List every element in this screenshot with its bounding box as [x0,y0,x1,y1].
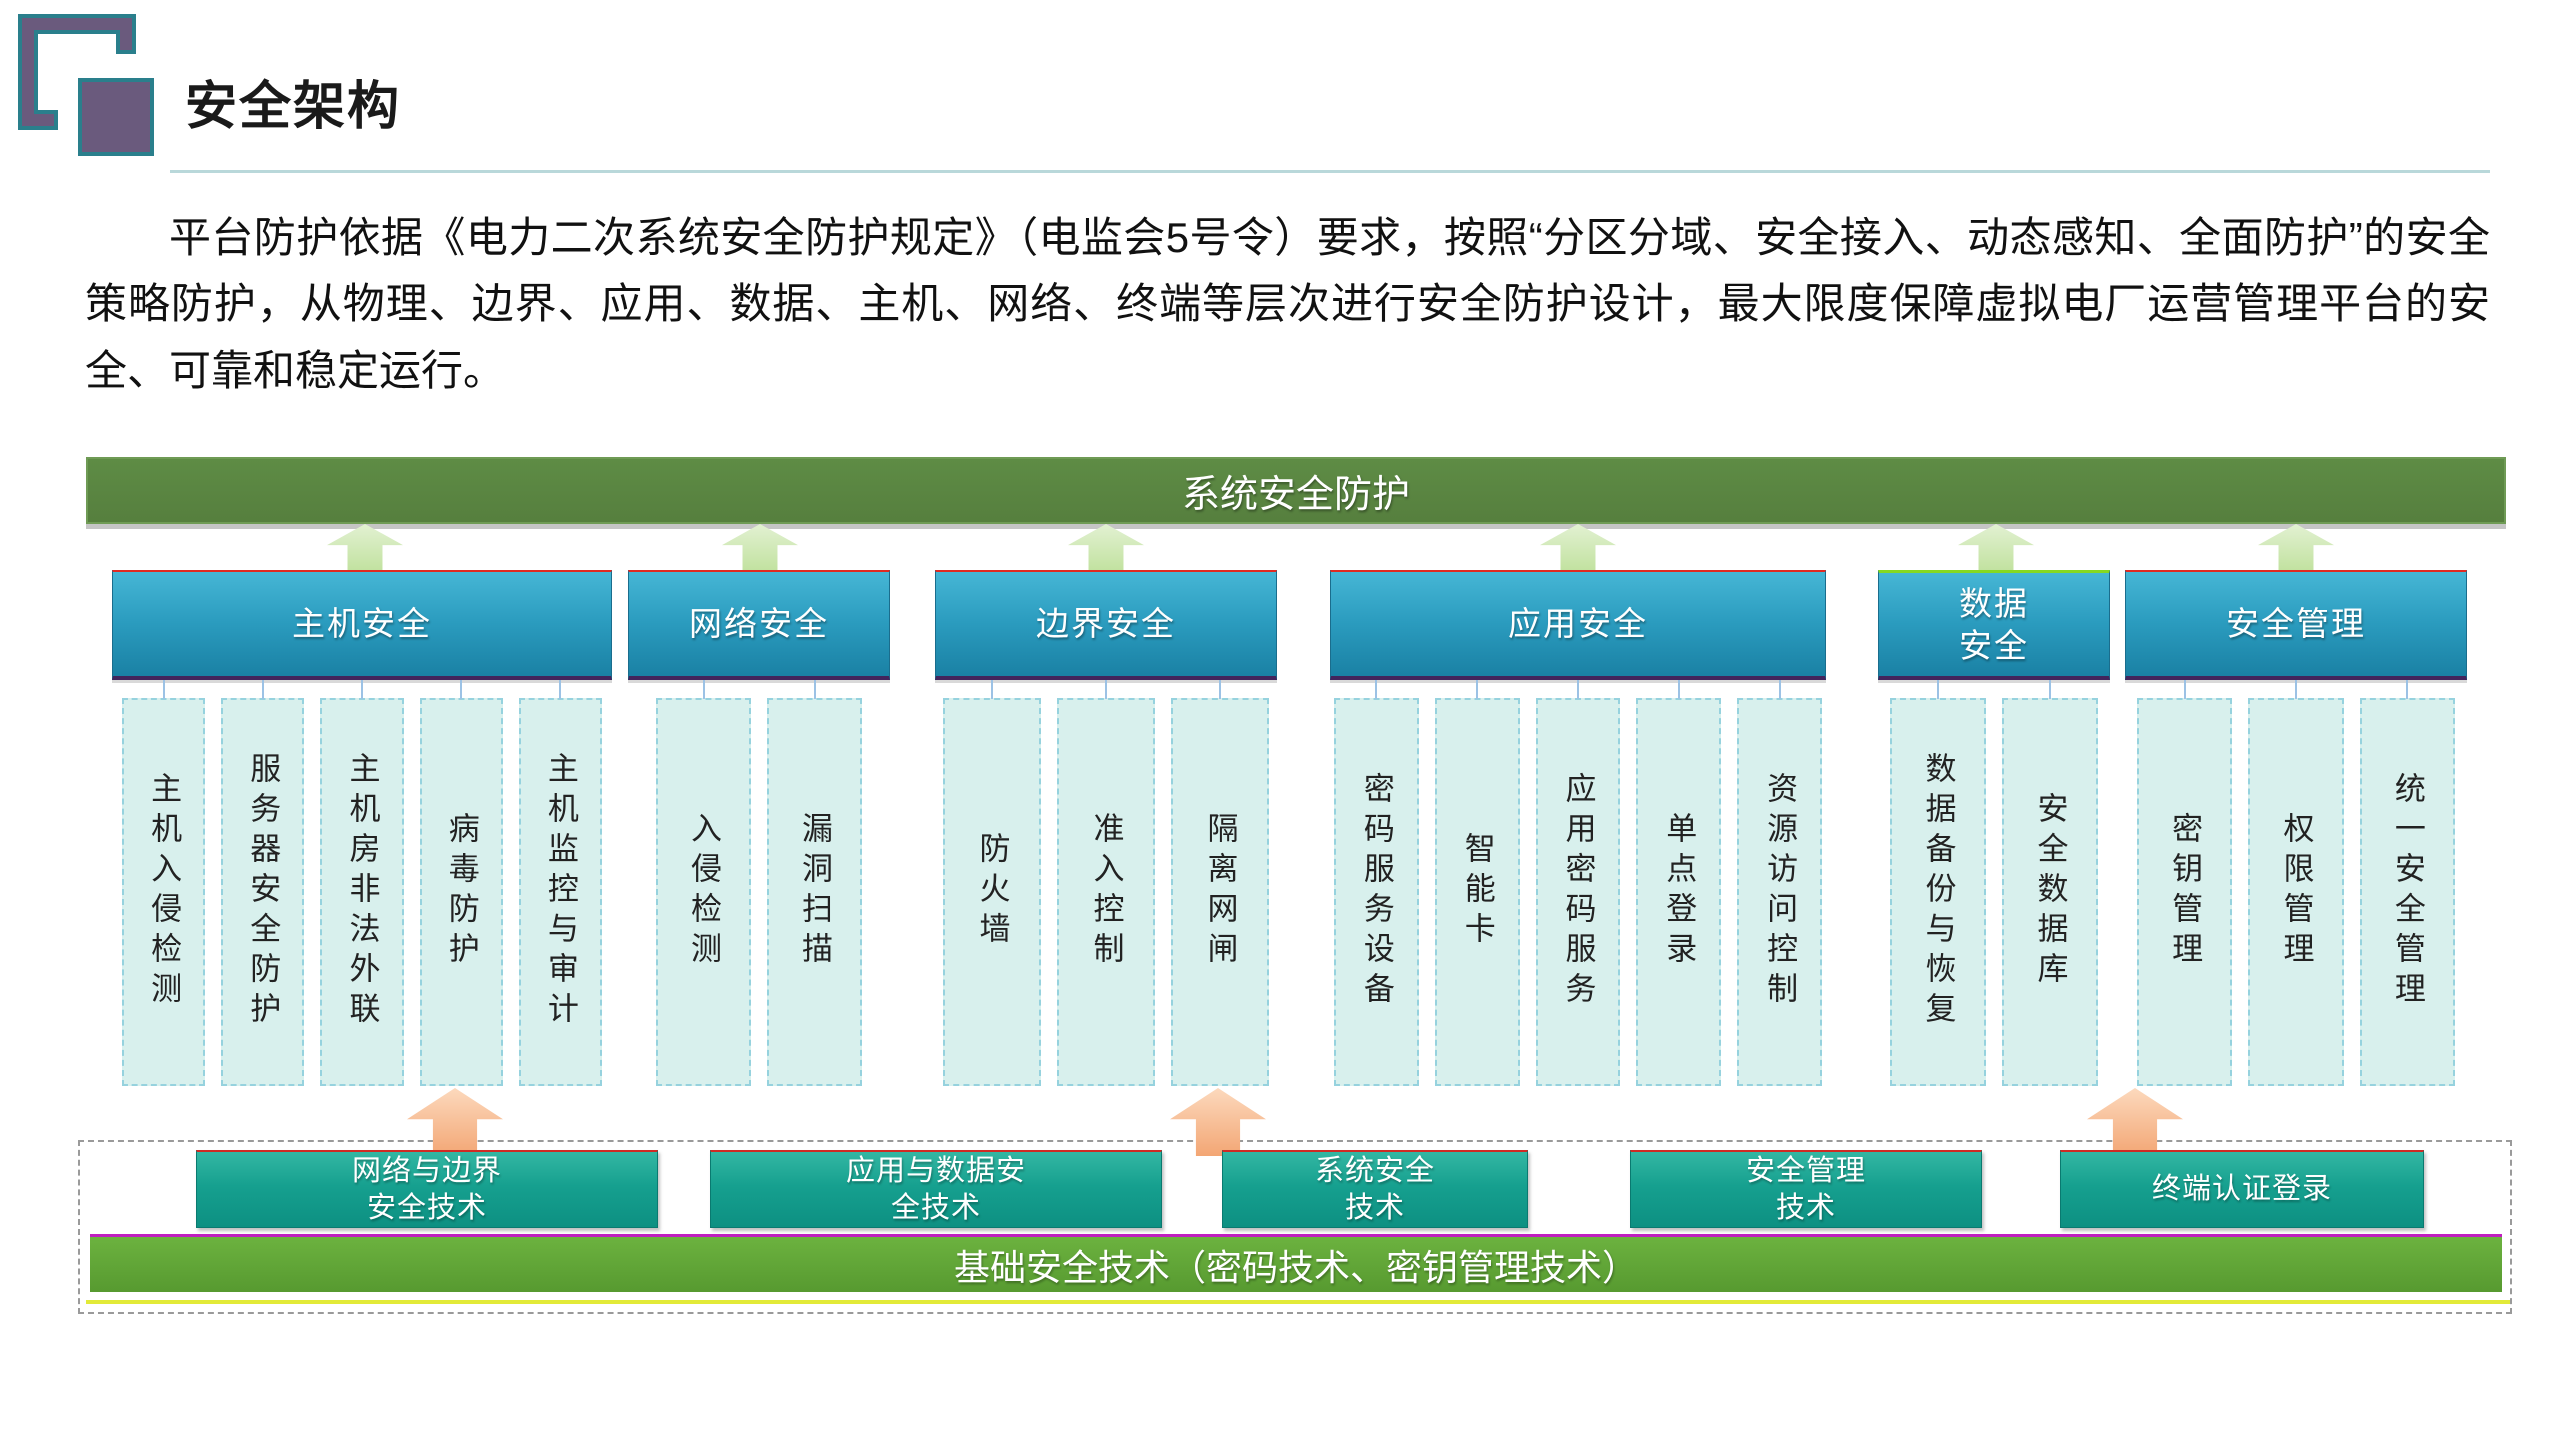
tech-box-terminal-auth: 终端认证登录 [2060,1150,2424,1228]
intro-paragraph: 平台防护依据《电力二次系统安全防护规定》（电监会5号令）要求，按照“分区分域、安… [85,214,2490,394]
tech-box-app-data: 应用与数据安 全技术 [710,1150,1162,1228]
security-item-column: 单点登录 [1636,680,1722,1086]
logo-mark [18,14,154,156]
security-item-column: 病毒防护 [419,680,503,1086]
group-security-management: 安全管理 密钥管理 权限管理 统一安全管理 [2125,570,2467,1090]
group-header-label: 数据安全 [1958,585,2029,664]
security-item-column: 应用密码服务 [1535,680,1621,1086]
security-item-label: 应用密码服务 [1560,772,1596,1012]
title-underline [170,170,2490,173]
security-item-label: 单点登录 [1661,812,1697,972]
group-header: 应用安全 [1330,570,1826,680]
system-protection-bar: 系统安全防护 [86,457,2506,524]
group-header: 数据安全 [1878,570,2110,680]
security-item-label: 密钥管理 [2167,812,2203,972]
group-header-label: 应用安全 [1508,605,1648,643]
logo-bracket-shape [18,14,136,130]
security-item-label: 入侵检测 [686,812,721,972]
group-columns: 密码服务设备 智能卡 应用密码服务 单点登录 资源访问控制 [1330,680,1826,1086]
page-title: 安全架构 [185,78,402,136]
security-item-column: 服务器安全防护 [221,680,305,1086]
group-data-security: 数据安全 数据备份与恢复 安全数据库 [1878,570,2110,1090]
system-protection-label: 系统安全防护 [1181,474,1410,516]
security-item-label: 密码服务设备 [1358,772,1394,1012]
security-item-column: 主机监控与审计 [518,680,603,1086]
green-up-arrow-icon [722,524,798,570]
tech-box-label: 技术 [1344,1191,1405,1224]
security-item-label: 病毒防护 [443,812,479,972]
group-header: 安全管理 [2125,570,2467,680]
group-columns: 入侵检测 漏洞扫描 [628,680,890,1086]
group-application-security: 应用安全 密码服务设备 智能卡 应用密码服务 单点登录 资源访问控制 [1330,570,1826,1090]
security-item-column: 智能卡 [1434,680,1520,1086]
security-item-label: 主机监控与审计 [542,752,578,1032]
security-item-label: 准入控制 [1088,812,1124,972]
group-columns: 数据备份与恢复 安全数据库 [1878,680,2110,1086]
security-item-column: 密码服务设备 [1334,680,1419,1086]
security-item-column: 统一安全管理 [2359,680,2455,1086]
logo-square-shape [78,78,154,156]
group-boundary-security: 边界安全 防火墙 准入控制 隔离网闸 [935,570,1277,1090]
group-columns: 主机入侵检测 服务器安全防护 主机房非法外联 病毒防护 主机监控与审计 [112,680,612,1086]
group-header: 边界安全 [935,570,1277,680]
security-item-label: 主机入侵检测 [146,772,182,1012]
tech-box-label: 网络与边界 [351,1154,502,1187]
group-header-label: 主机安全 [292,605,432,643]
tech-box-label: 技术 [1775,1191,1836,1224]
security-item-label: 主机房非法外联 [344,752,380,1032]
security-item-label: 防火墙 [974,832,1010,952]
tech-box-management: 安全管理 技术 [1630,1150,1982,1228]
base-security-label: 基础安全技术（密码技术、密钥管理技术） [953,1246,1638,1288]
security-item-column: 数据备份与恢复 [1890,680,1986,1086]
tech-box-label: 系统安全 [1314,1154,1435,1187]
security-item-label: 安全数据库 [2032,792,2068,992]
tech-box-network-boundary: 网络与边界 安全技术 [196,1150,658,1228]
green-up-arrow-icon [1958,524,2034,570]
group-header: 主机安全 [112,570,612,680]
security-item-label: 资源访问控制 [1762,772,1798,1012]
green-up-arrow-icon [327,524,403,570]
group-header-label: 网络安全 [689,605,829,643]
security-item-label: 服务器安全防护 [245,752,281,1032]
security-item-column: 准入控制 [1057,680,1155,1086]
group-header-label: 安全管理 [2226,605,2366,643]
green-up-arrow-icon [2258,524,2334,570]
green-up-arrow-icon [1068,524,1144,570]
green-up-arrow-icon [1540,524,1616,570]
group-header: 网络安全 [628,570,890,680]
security-item-column: 安全数据库 [2002,680,2098,1086]
security-item-column: 隔离网闸 [1171,680,1269,1086]
base-security-bar: 基础安全技术（密码技术、密钥管理技术） [90,1234,2502,1292]
security-item-label: 隔离网闸 [1202,812,1238,972]
group-columns: 防火墙 准入控制 隔离网闸 [935,680,1277,1086]
security-item-column: 主机入侵检测 [122,680,206,1086]
group-network-security: 网络安全 入侵检测 漏洞扫描 [628,570,890,1090]
security-item-column: 防火墙 [943,680,1041,1086]
tech-box-label: 应用与数据安 [845,1154,1026,1187]
tech-box-label: 终端认证登录 [2151,1173,2332,1205]
security-item-label: 智能卡 [1459,832,1495,952]
security-item-column: 资源访问控制 [1737,680,1822,1086]
security-item-label: 权限管理 [2278,812,2314,972]
security-item-label: 统一安全管理 [2389,772,2425,1012]
security-item-column: 权限管理 [2248,680,2344,1086]
security-item-column: 入侵检测 [656,680,751,1086]
tech-box-label: 安全技术 [366,1191,487,1224]
security-item-label: 漏洞扫描 [797,812,832,972]
security-item-label: 数据备份与恢复 [1920,752,1956,1032]
tech-box-system: 系统安全 技术 [1222,1150,1528,1228]
tech-box-label: 安全管理 [1745,1154,1866,1187]
security-item-column: 漏洞扫描 [767,680,862,1086]
group-host-security: 主机安全 主机入侵检测 服务器安全防护 主机房非法外联 病毒防护 主机监控与审计 [112,570,612,1090]
security-item-column: 主机房非法外联 [320,680,404,1086]
group-columns: 密钥管理 权限管理 统一安全管理 [2125,680,2467,1086]
tech-box-label: 全技术 [890,1191,981,1224]
security-item-column: 密钥管理 [2137,680,2233,1086]
yellow-underline [86,1300,2510,1304]
group-header-label: 边界安全 [1036,605,1176,643]
